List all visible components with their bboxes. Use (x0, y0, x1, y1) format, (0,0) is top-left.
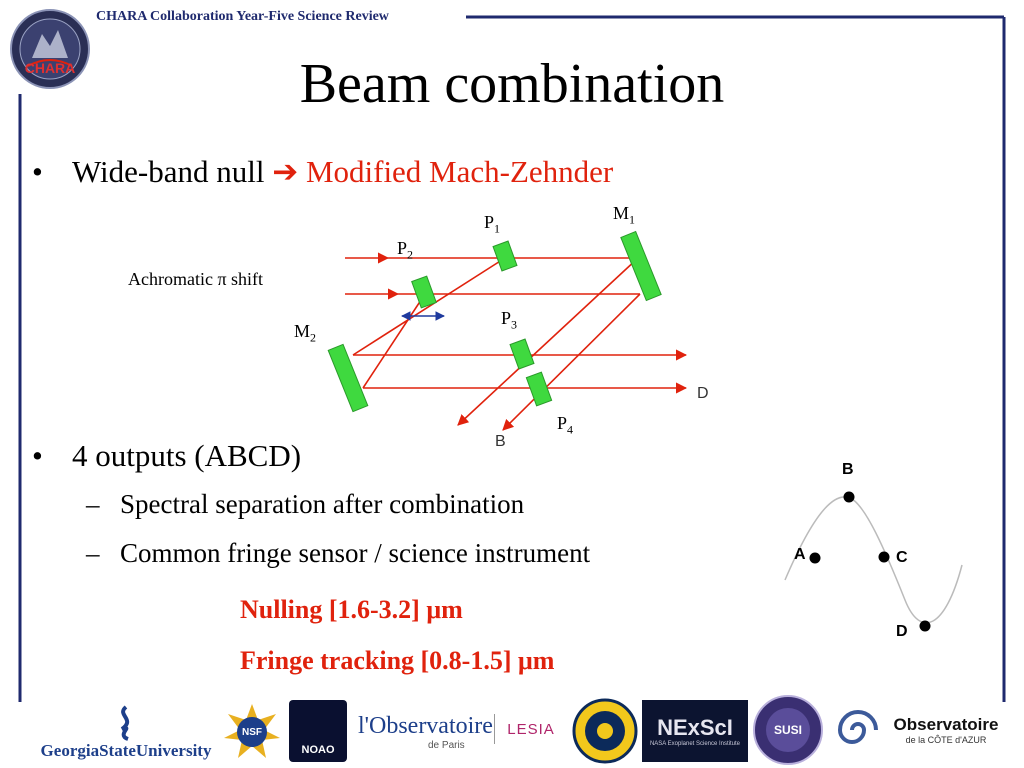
label-p1: P1 (484, 212, 501, 236)
label-p3: P3 (501, 308, 518, 332)
bullet-wide-band-null: •Wide-band null ➔ Modified Mach-Zehnder (32, 154, 614, 189)
mirror-m2 (327, 343, 369, 413)
plate-p3 (509, 338, 535, 370)
susi-logo: SUSI (752, 694, 824, 766)
mirror-m1 (620, 230, 662, 302)
abcd-label-a: A (794, 546, 806, 563)
abcd-label-c: C (896, 549, 908, 566)
lesia-logo: LESIA (494, 714, 567, 744)
point-b (843, 491, 855, 503)
label-achromatic: Achromatic π shift (128, 269, 264, 289)
spiral-logo (830, 702, 886, 758)
georgia-state-logo: GeorgiaStateUniversity (36, 700, 216, 766)
bullet-4-outputs: •4 outputs (ABCD) (32, 438, 302, 473)
nexsci-logo: NExScI NASA Exoplanet Science Institute (642, 700, 748, 762)
header-text: CHARA Collaboration Year-Five Science Re… (96, 9, 389, 24)
fringe-sine (784, 496, 963, 624)
bullet-2-text: 4 outputs (ABCD) (72, 438, 302, 473)
noao-logo: NOAO (289, 700, 347, 762)
point-d (919, 620, 931, 632)
subbullet-spectral: –Spectral separation after combination (86, 489, 525, 519)
michigan-seal-logo (572, 698, 638, 764)
label-m2: M2 (294, 321, 317, 345)
point-a (809, 552, 821, 564)
chara-logo-text: CHARA (24, 60, 76, 76)
subbullet-common-fringe: –Common fringe sensor / science instrume… (86, 538, 591, 568)
nulling-note: Nulling [1.6-3.2] μm (240, 595, 463, 624)
observatoire-paris-logo: l'Observatoire de Paris (358, 713, 493, 751)
plate-p2 (411, 275, 437, 309)
abcd-label-d: D (896, 623, 908, 640)
point-c (878, 551, 890, 563)
cote-azur-logo: Observatoire de la CÔTE d'AZUR (893, 715, 999, 745)
bullet-1-text: Wide-band null (72, 154, 265, 189)
label-m1: M1 (613, 203, 636, 227)
bullet-1-highlight: Modified Mach-Zehnder (305, 154, 614, 189)
plate-p1 (492, 240, 518, 272)
label-output-d: D (697, 385, 709, 402)
nsf-logo: NSF (222, 702, 282, 762)
arrow-icon: ➔ (272, 154, 299, 189)
chara-logo: CHARA (8, 4, 92, 94)
fringe-tracking-note: Fringe tracking [0.8-1.5] μm (240, 646, 555, 675)
abcd-fringe-diagram (784, 491, 963, 632)
label-p2: P2 (397, 238, 414, 262)
optics (327, 230, 662, 413)
plate-p4 (525, 371, 553, 407)
label-output-b: B (495, 433, 506, 450)
label-p4: P4 (557, 413, 574, 437)
abcd-label-b: B (842, 461, 854, 478)
slide-title: Beam combination (299, 53, 725, 115)
